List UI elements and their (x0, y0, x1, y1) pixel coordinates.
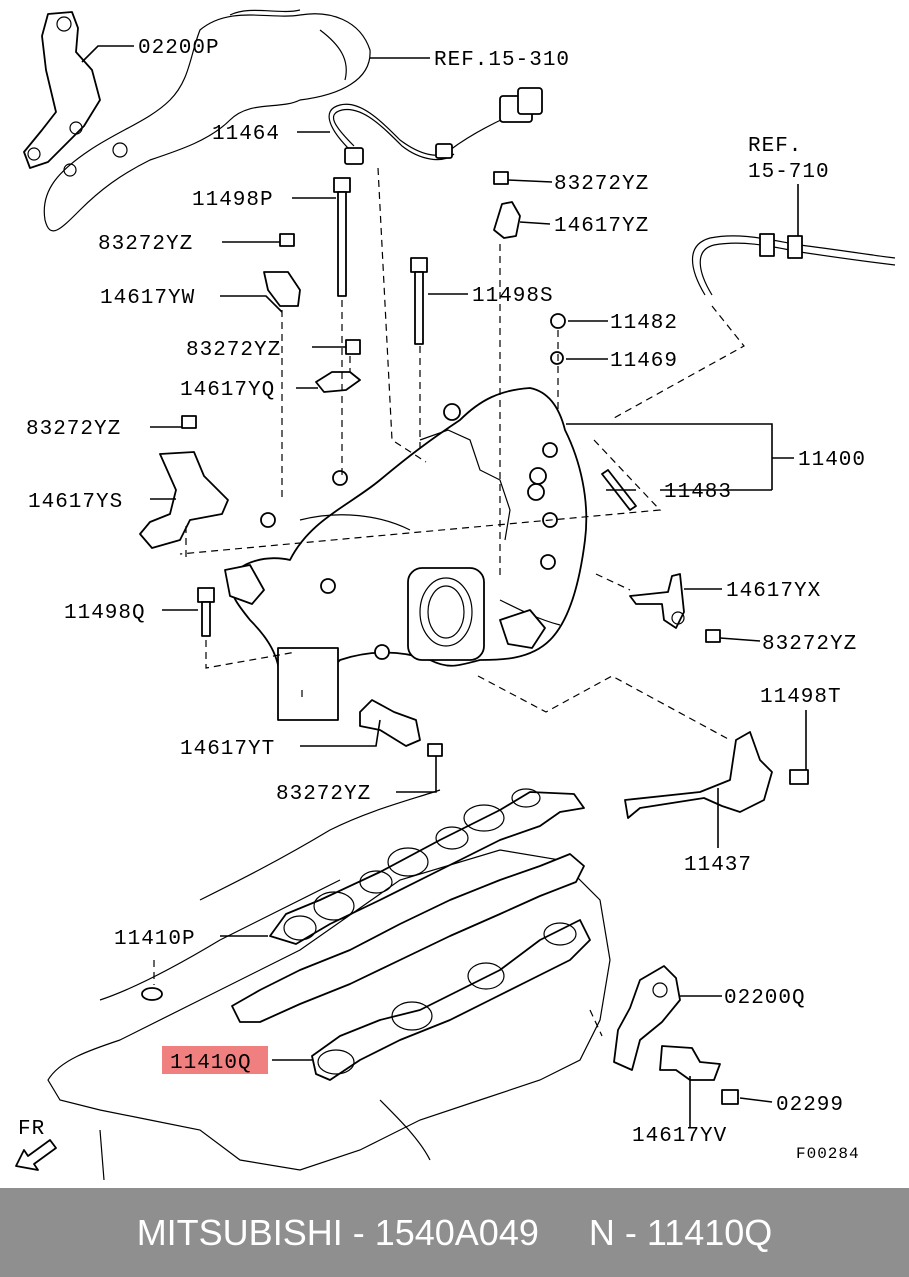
label-14617YV: 14617YV (632, 1125, 727, 1148)
label-11469: 11469 (610, 350, 678, 373)
sensor-11464-drawing (328, 87, 543, 165)
assembly-dashed-lines (153, 167, 745, 1037)
label-83272YZ-left1: 83272YZ (98, 233, 193, 256)
brackets-drawing (139, 201, 773, 1081)
label-14617YQ: 14617YQ (180, 379, 275, 402)
label-ref-15-710-line1: REF. (748, 135, 802, 158)
exploded-parts-diagram: 02200P REF.15-310 11464 REF. 15-710 8327… (15, 9, 896, 1181)
part-number-footer: MITSUBISHI - 1540A049 N - 11410Q (0, 1188, 909, 1277)
label-14617YZ: 14617YZ (554, 215, 649, 238)
label-83272YZ-left2: 83272YZ (186, 339, 281, 362)
label-14617YT: 14617YT (180, 738, 275, 761)
label-83272YZ-right: 83272YZ (762, 633, 857, 656)
label-FR: FR (18, 1118, 45, 1141)
label-02200Q: 02200Q (724, 987, 806, 1010)
bolt-11498Q-drawing (197, 587, 215, 637)
label-11410Q-highlight (162, 1046, 268, 1074)
label-14617YW: 14617YW (100, 287, 195, 310)
small-bolts-drawing (181, 171, 809, 1105)
gasket-11410P-drawing (269, 788, 585, 945)
intake-manifold-11400-drawing (224, 387, 588, 721)
hose-ref-15-710-drawing (692, 233, 896, 296)
label-11483: 11483 (664, 481, 732, 504)
label-83272YZ-left3: 83272YZ (26, 418, 121, 441)
label-ref-15-710-line2: 15-710 (748, 161, 830, 184)
engine-head-drawing (47, 789, 611, 1181)
label-ref-15-310: REF.15-310 (434, 49, 570, 72)
label-11482: 11482 (610, 312, 678, 335)
label-02200P: 02200P (138, 37, 220, 60)
label-11498S: 11498S (472, 285, 554, 308)
label-11410P: 11410P (114, 928, 196, 951)
label-11410Q: 11410Q (170, 1052, 252, 1075)
label-11498T: 11498T (760, 686, 842, 709)
label-11498P: 11498P (192, 189, 274, 212)
front-direction-arrow (15, 1139, 57, 1171)
label-83272YZ-top: 83272YZ (554, 173, 649, 196)
part-labels: 02200P REF.15-310 11464 REF. 15-710 8327… (18, 37, 866, 1163)
bolt-11498P-drawing (333, 177, 351, 297)
bracket-02200P-drawing (23, 11, 101, 169)
bolt-11498S-drawing (410, 257, 428, 345)
label-83272YZ-bottom: 83272YZ (276, 783, 371, 806)
label-14617YS: 14617YS (28, 491, 123, 514)
cover-ref-15-310-drawing (43, 9, 371, 232)
label-11464: 11464 (212, 123, 280, 146)
footer-text: MITSUBISHI - 1540A049 N - 11410Q (136, 1211, 773, 1253)
label-14617YX: 14617YX (726, 580, 821, 603)
label-11498Q: 11498Q (64, 602, 146, 625)
label-02299: 02299 (776, 1094, 844, 1117)
label-11437: 11437 (684, 854, 752, 877)
leader-lines (81, 45, 807, 1128)
figure-code: F00284 (796, 1145, 860, 1163)
label-11400: 11400 (798, 449, 866, 472)
